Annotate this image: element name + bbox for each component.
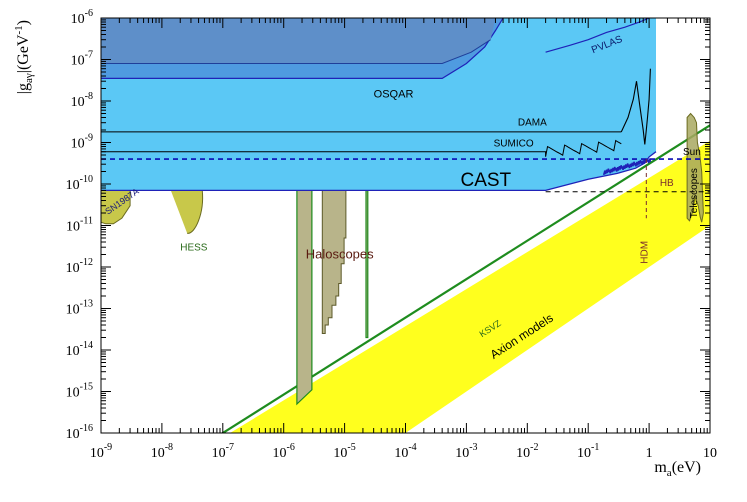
x-tick-label: 10-7	[212, 442, 234, 461]
dama-label: DAMA	[518, 117, 547, 128]
y-tick-label: 10-13	[66, 299, 93, 318]
cast-noisy-edge	[602, 158, 652, 176]
telescopes-label: Telescopes	[689, 168, 700, 218]
cast-limit-line	[101, 151, 657, 192]
x-tick-label: 10-5	[333, 442, 355, 461]
sn1987a-region	[101, 189, 131, 225]
pvlas-inner-line	[101, 39, 491, 64]
x-tick-label: 10-1	[577, 442, 599, 461]
telescopes-region	[686, 112, 704, 223]
y-tick-label: 10-9	[71, 133, 93, 152]
osqar-limit-line	[101, 18, 504, 80]
x-tick-label: 1	[646, 446, 653, 461]
x-tick-label: 10-8	[151, 442, 173, 461]
axion-models-band	[230, 140, 710, 433]
y-tick-label: 10-12	[66, 257, 93, 276]
hess-label: HESS	[180, 242, 208, 253]
x-tick-label: 10-3	[455, 442, 477, 461]
x-tick-label: 10-6	[273, 442, 295, 461]
dama-spike-line	[620, 68, 651, 145]
y-tick-label: 10-15	[66, 382, 93, 401]
hdm-label: HDM	[640, 241, 651, 264]
y-tick-label: 10-6	[71, 8, 93, 27]
y-tick-label: 10-10	[66, 174, 93, 193]
x-tick-label: 10-4	[394, 442, 416, 461]
sun-label: Sun	[683, 147, 701, 158]
y-tick-label: 10-7	[71, 50, 93, 69]
y-tick-label: 10-16	[66, 423, 93, 442]
cast-label: CAST	[460, 170, 511, 191]
osqar-label: OSQAR	[374, 89, 414, 101]
axis-ticks	[100, 17, 711, 434]
y-tick-label: 10-14	[66, 340, 93, 359]
pvlas-region	[101, 18, 496, 64]
y-tick-label: 10-8	[71, 91, 93, 110]
sumico-label: SUMICO	[494, 139, 534, 150]
ksvz-line	[220, 124, 710, 433]
x-tick-label: 10-2	[516, 442, 538, 461]
hb-label: HB	[660, 178, 674, 189]
plot-area: PVLASOSQARDAMASUMICOCASTSunHBHDMTelescop…	[101, 18, 710, 433]
x-tick-label: 10-9	[90, 442, 112, 461]
y-tick-label: 10-11	[66, 216, 93, 235]
y-axis-title: |gaγ|(GeV-1)	[13, 20, 35, 94]
x-tick-label: 10	[703, 446, 717, 461]
haloscopes-label: Haloscopes	[306, 247, 374, 262]
hess-region	[170, 189, 204, 234]
x-axis-title: ma(eV)	[654, 459, 701, 479]
sumico-line	[101, 139, 622, 157]
